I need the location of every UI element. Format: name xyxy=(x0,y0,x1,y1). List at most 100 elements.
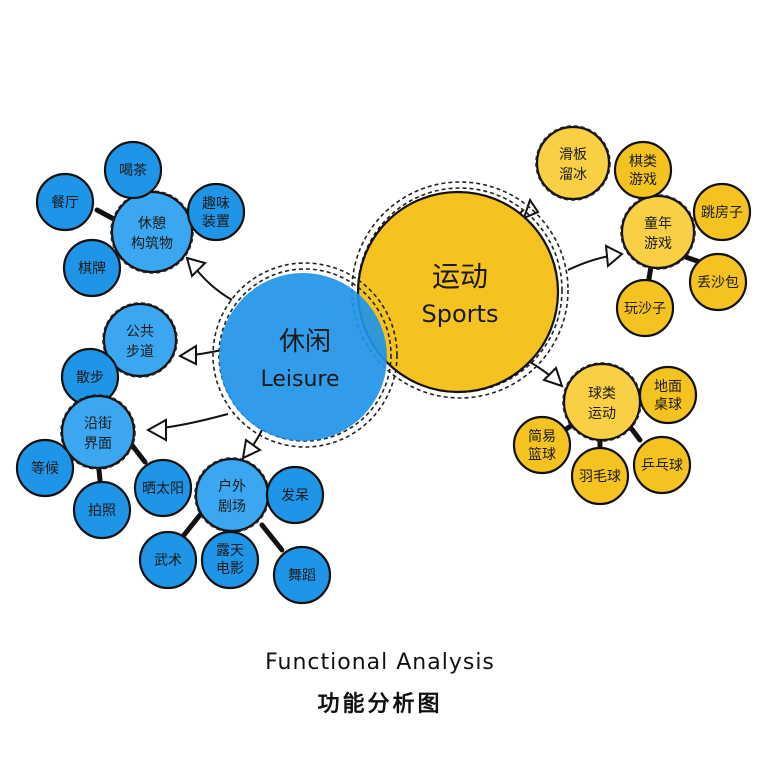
node-movie-l1: 露天 xyxy=(216,543,244,559)
group-skate-fill xyxy=(535,125,611,201)
node-sand-play: 玩沙子 xyxy=(615,278,675,338)
node-wushu-fill xyxy=(138,530,198,590)
node-fun-device-l1: 趣味 xyxy=(202,196,230,212)
hub-leisure-en: Leisure xyxy=(260,367,339,392)
node-hopscotch-l1: 跳房子 xyxy=(701,205,743,221)
node-tea-l1: 喝茶 xyxy=(119,163,147,179)
group-walkway: 公共 步道 xyxy=(102,302,178,378)
hub-sports-en: Sports xyxy=(422,300,499,328)
group-street-fill xyxy=(60,394,136,470)
node-photo: 拍照 xyxy=(72,480,132,540)
node-canteen-fill xyxy=(35,172,95,232)
group-rest: 休憩 构筑物 xyxy=(110,190,194,274)
hub-leisure-fill xyxy=(219,273,387,441)
group-street-l1: 沿街 xyxy=(84,416,112,432)
node-badminton: 羽毛球 xyxy=(570,446,630,506)
group-childhood-dash xyxy=(620,194,696,270)
group-ball-l2: 运动 xyxy=(588,406,616,422)
node-sunbathe-l1: 晒太阳 xyxy=(142,481,184,497)
group-theater-l2: 剧场 xyxy=(218,499,246,515)
node-badminton-fill xyxy=(570,446,630,506)
node-tea: 喝茶 xyxy=(103,140,163,200)
hub-leisure-dash-inner xyxy=(218,268,392,442)
group-street: 沿街 界面 xyxy=(60,394,136,470)
node-fun-device-fill xyxy=(186,182,246,242)
node-hopscotch-fill xyxy=(692,182,752,242)
node-movie: 露天 电影 xyxy=(200,530,260,590)
link-leisure-rest xyxy=(194,267,233,301)
node-hopscotch: 跳房子 xyxy=(692,182,752,242)
node-photo-fill xyxy=(72,480,132,540)
group-street-dash xyxy=(60,394,136,470)
link-leisure-street xyxy=(161,413,229,429)
node-sand-play-fill xyxy=(615,278,675,338)
group-skate-l2: 溜冰 xyxy=(559,167,587,183)
node-wushu: 武术 xyxy=(138,530,198,590)
link-sports-childhood xyxy=(567,255,611,271)
node-sand-play-l1: 玩沙子 xyxy=(624,301,666,317)
node-daze-l1: 发呆 xyxy=(281,488,309,504)
node-pingpong-fill xyxy=(632,435,692,495)
group-skate-dash xyxy=(535,125,611,201)
node-pingpong-l1: 乒乓球 xyxy=(641,458,683,474)
group-childhood-fill xyxy=(620,194,696,270)
group-rest-l2: 构筑物 xyxy=(131,236,173,252)
node-daze-fill xyxy=(265,465,325,525)
arrow-rest xyxy=(185,256,207,278)
node-basketball-l2: 篮球 xyxy=(528,447,556,463)
node-pingpong: 乒乓球 xyxy=(632,435,692,495)
group-childhood: 童年 游戏 xyxy=(620,194,696,270)
group-ball-l1: 球类 xyxy=(588,386,616,402)
node-floor-billiards-fill xyxy=(638,365,698,425)
node-walk-l1: 散步 xyxy=(76,370,104,386)
node-movie-l2: 电影 xyxy=(216,561,244,577)
node-canteen-l1: 餐厅 xyxy=(51,195,79,211)
hub-sports-zh: 运动 xyxy=(432,260,488,293)
group-ball: 球类 运动 xyxy=(562,362,642,442)
node-floor-billiards-l2: 桌球 xyxy=(654,397,682,413)
node-sandbag-l1: 丢沙包 xyxy=(697,275,739,291)
group-walkway-l1: 公共 xyxy=(126,324,154,340)
arrow-skate xyxy=(522,197,540,220)
group-rest-l1: 休憩 xyxy=(138,215,166,232)
node-canteen: 餐厅 xyxy=(35,172,95,232)
arrow-walkway xyxy=(177,344,197,366)
hub-sports: 运动 Sports xyxy=(351,181,569,399)
group-theater-l1: 户外 xyxy=(218,478,246,495)
node-tea-fill xyxy=(103,140,163,200)
node-wait: 等候 xyxy=(15,438,75,498)
group-walkway-dash xyxy=(102,302,178,378)
node-dance-fill xyxy=(272,545,332,605)
node-dance-l1: 舞蹈 xyxy=(288,568,316,584)
node-fun-device-l2: 装置 xyxy=(202,214,230,230)
node-board-game-fill xyxy=(613,140,673,200)
node-photo-l1: 拍照 xyxy=(88,503,116,519)
hub-leisure: 休闲 Leisure xyxy=(212,262,398,448)
group-walkway-l2: 步道 xyxy=(126,344,154,360)
group-rest-fill xyxy=(110,190,194,274)
group-theater-fill xyxy=(194,457,270,533)
arrow-childhood xyxy=(604,244,624,269)
node-badminton-l1: 羽毛球 xyxy=(579,469,621,485)
node-chess-l1: 棋牌 xyxy=(78,260,106,277)
node-floor-billiards: 地面 桌球 xyxy=(638,365,698,425)
group-theater: 户外 剧场 xyxy=(194,457,270,533)
group-street-l2: 界面 xyxy=(84,436,112,452)
hub-leisure-zh: 休闲 xyxy=(279,327,331,357)
node-movie-fill xyxy=(200,530,260,590)
group-ball-fill xyxy=(562,362,642,442)
node-basketball: 简易 篮球 xyxy=(512,415,572,475)
node-board-game-l2: 游戏 xyxy=(629,172,657,188)
group-childhood-l2: 游戏 xyxy=(644,236,672,252)
node-floor-billiards-l1: 地面 xyxy=(654,379,682,395)
node-wushu-l1: 武术 xyxy=(154,553,182,569)
group-childhood-l1: 童年 xyxy=(644,215,672,232)
arrow-street xyxy=(145,418,167,442)
hub-sports-dash-inner xyxy=(357,187,563,393)
node-chess-fill xyxy=(62,238,122,298)
node-sandbag-fill xyxy=(688,252,748,312)
node-sunbathe: 晒太阳 xyxy=(133,458,193,518)
group-skate-l1: 滑板 xyxy=(559,146,587,163)
node-basketball-l1: 简易 xyxy=(528,428,556,445)
